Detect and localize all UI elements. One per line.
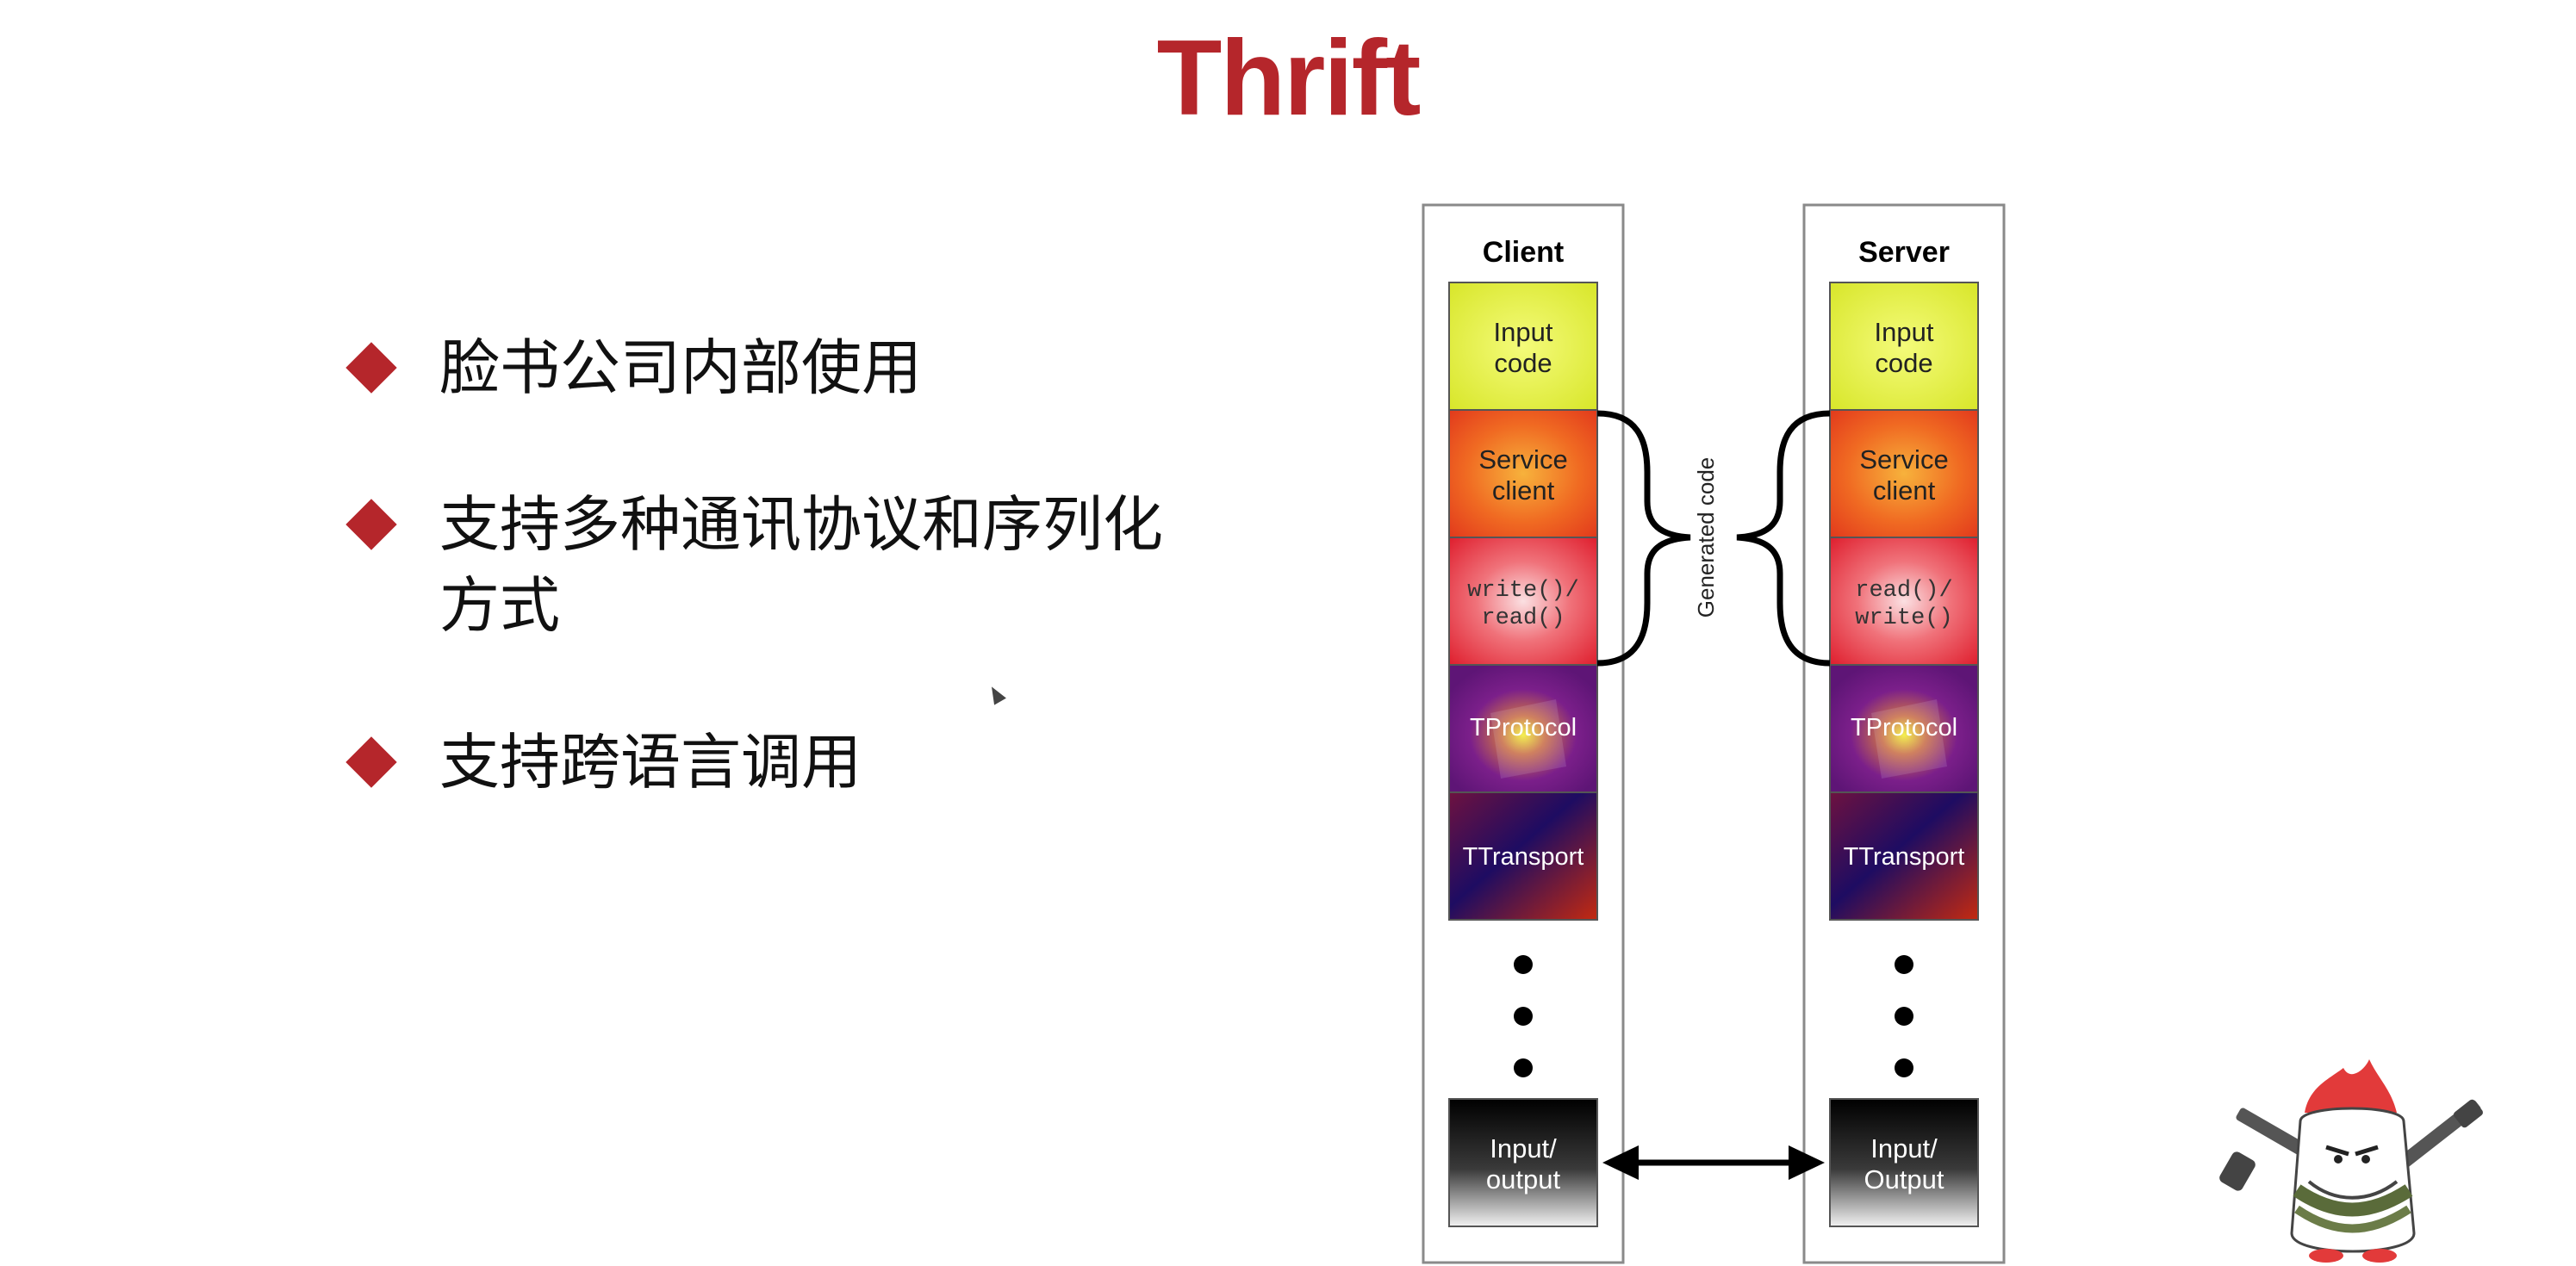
generated-code-label: Generated code [1693,457,1719,617]
client-layer-io-line-2: output [1486,1164,1561,1195]
bullet-item: 支持多种通讯协议和序列化方式 [345,484,1206,646]
bullet-list: 脸书公司内部使用 支持多种通讯协议和序列化方式 支持跨语言调用 [345,327,1206,878]
server-layer-io-line-1: Input/ [1870,1133,1938,1164]
bullet-text: 脸书公司内部使用 [439,332,922,403]
bullet-text: 支持多种通讯协议和序列化方式 [439,489,1163,641]
server-column: Server Input code Service client read()/… [1802,203,2006,1264]
client-layer-ttransport-line-1: TTransport [1463,843,1584,871]
client-brace-icon [1596,410,1691,667]
server-layer-tprotocol-line-1: TProtocol [1851,714,1957,742]
client-layer-input-code-line-2: code [1494,348,1552,378]
client-layer-io-line-1: Input/ [1490,1133,1557,1164]
client-layer-input-code-line-1: Input [1494,317,1553,347]
server-layer-read-write-line-2: write() [1855,605,1952,631]
server-layer-service-client-line-2: client [1873,475,1936,506]
server-layer-ttransport: TTransport [1829,791,1979,921]
server-layer-ttransport-line-1: TTransport [1844,843,1965,871]
server-layer-input-code-line-2: code [1875,348,1932,378]
server-layer-tprotocol: TProtocol [1829,664,1979,793]
client-ellipsis-dot [1514,1007,1533,1026]
mascot-icon [2219,1059,2483,1263]
server-layer-service-client-line-1: Service [1859,444,1948,475]
double-arrow-icon [1602,1145,1825,1180]
client-header: Client [1483,236,1564,269]
server-ellipsis-dot [1895,1007,1913,1026]
server-layer-io-line-2: Output [1864,1164,1944,1195]
server-layer-io: Input/ Output [1829,1098,1979,1227]
server-brace-icon [1736,410,1831,667]
client-layer-input-code: Input code [1448,282,1598,411]
server-layer-input-code-line-1: Input [1875,317,1934,347]
server-ellipsis-dot [1895,1058,1913,1077]
bullet-item: 支持跨语言调用 [345,722,1206,803]
bullet-item: 脸书公司内部使用 [345,327,1206,408]
server-layer-input-code: Input code [1829,282,1979,411]
client-ellipsis-dot [1514,1058,1533,1077]
rifle-icon [2386,1099,2483,1177]
client-layer-service-client-line-2: client [1492,475,1555,506]
client-layer-tprotocol: TProtocol [1448,664,1598,793]
client-layer-io: Input/ output [1448,1098,1598,1227]
client-layer-service-client: Service client [1448,409,1598,538]
client-layer-write-read-line-1: write()/ [1467,578,1579,604]
bullet-text: 支持跨语言调用 [439,727,862,797]
server-layer-read-write: read()/ write() [1829,537,1979,666]
slide-title: Thrift [1156,19,1422,138]
server-layer-read-write-line-1: read()/ [1855,578,1952,604]
client-ellipsis-dot [1514,955,1533,974]
client-layer-write-read-line-2: read() [1481,605,1565,631]
client-column: Client Input code Service client write()… [1422,203,1625,1264]
client-layer-ttransport: TTransport [1448,791,1598,921]
client-layer-service-client-line-1: Service [1478,444,1567,475]
client-layer-tprotocol-line-1: TProtocol [1470,714,1577,742]
client-layer-write-read: write()/ read() [1448,537,1598,666]
server-header: Server [1858,236,1950,269]
server-ellipsis-dot [1895,955,1913,974]
server-layer-service-client: Service client [1829,409,1979,538]
